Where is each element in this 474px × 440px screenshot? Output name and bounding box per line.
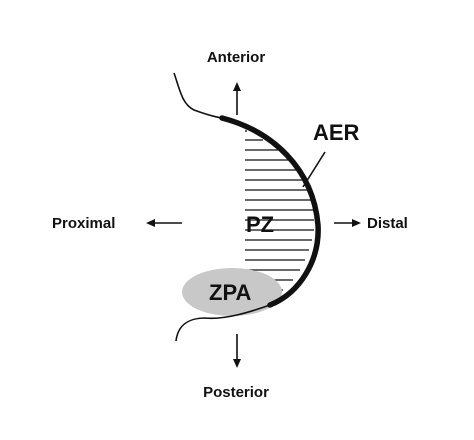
- posterior-arrow: [233, 334, 241, 368]
- anterior-label: Anterior: [207, 49, 266, 66]
- proximal-label: Proximal: [52, 215, 115, 232]
- anterior-arrow: [233, 82, 241, 115]
- aer-pointer-line: [302, 151, 326, 188]
- zpa-region: [182, 268, 282, 316]
- posterior-label: Posterior: [203, 384, 269, 401]
- pz-label: PZ: [246, 212, 274, 237]
- aer-label: AER: [313, 120, 360, 145]
- progress-zone-hatching: [245, 130, 314, 291]
- aer-ridge: [219, 115, 321, 308]
- limb-bud-lower-edge: [175, 304, 271, 342]
- zpa-label: ZPA: [209, 280, 251, 305]
- proximal-arrow: [146, 219, 182, 227]
- distal-label: Distal: [367, 215, 408, 232]
- limb-bud-upper-edge: [173, 72, 223, 119]
- distal-arrow: [334, 219, 361, 227]
